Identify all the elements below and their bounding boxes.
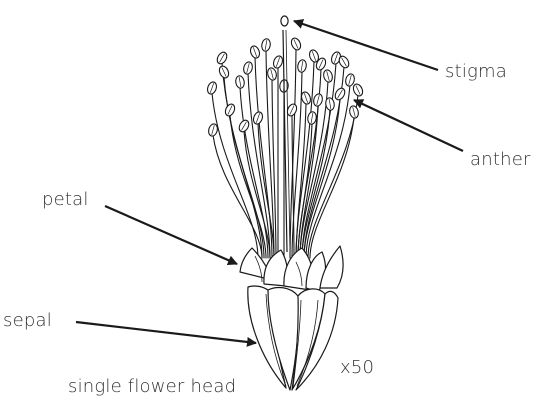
magnification-label: x50 xyxy=(340,359,374,377)
caption: single flower head xyxy=(68,378,236,396)
arrow-petal xyxy=(105,206,237,264)
arrow-sepal xyxy=(76,322,256,343)
filament xyxy=(272,79,276,258)
label-anther: anther xyxy=(470,151,531,169)
label-petal: petal xyxy=(42,191,89,209)
stigma-tip xyxy=(281,16,288,26)
arrow-stigma xyxy=(294,21,438,70)
label-stigma: stigma xyxy=(445,63,507,81)
sepals xyxy=(248,286,338,390)
filament xyxy=(213,135,262,258)
style-and-stigma xyxy=(281,16,290,252)
label-sepal: sepal xyxy=(3,312,52,330)
arrow-anther xyxy=(354,100,463,151)
